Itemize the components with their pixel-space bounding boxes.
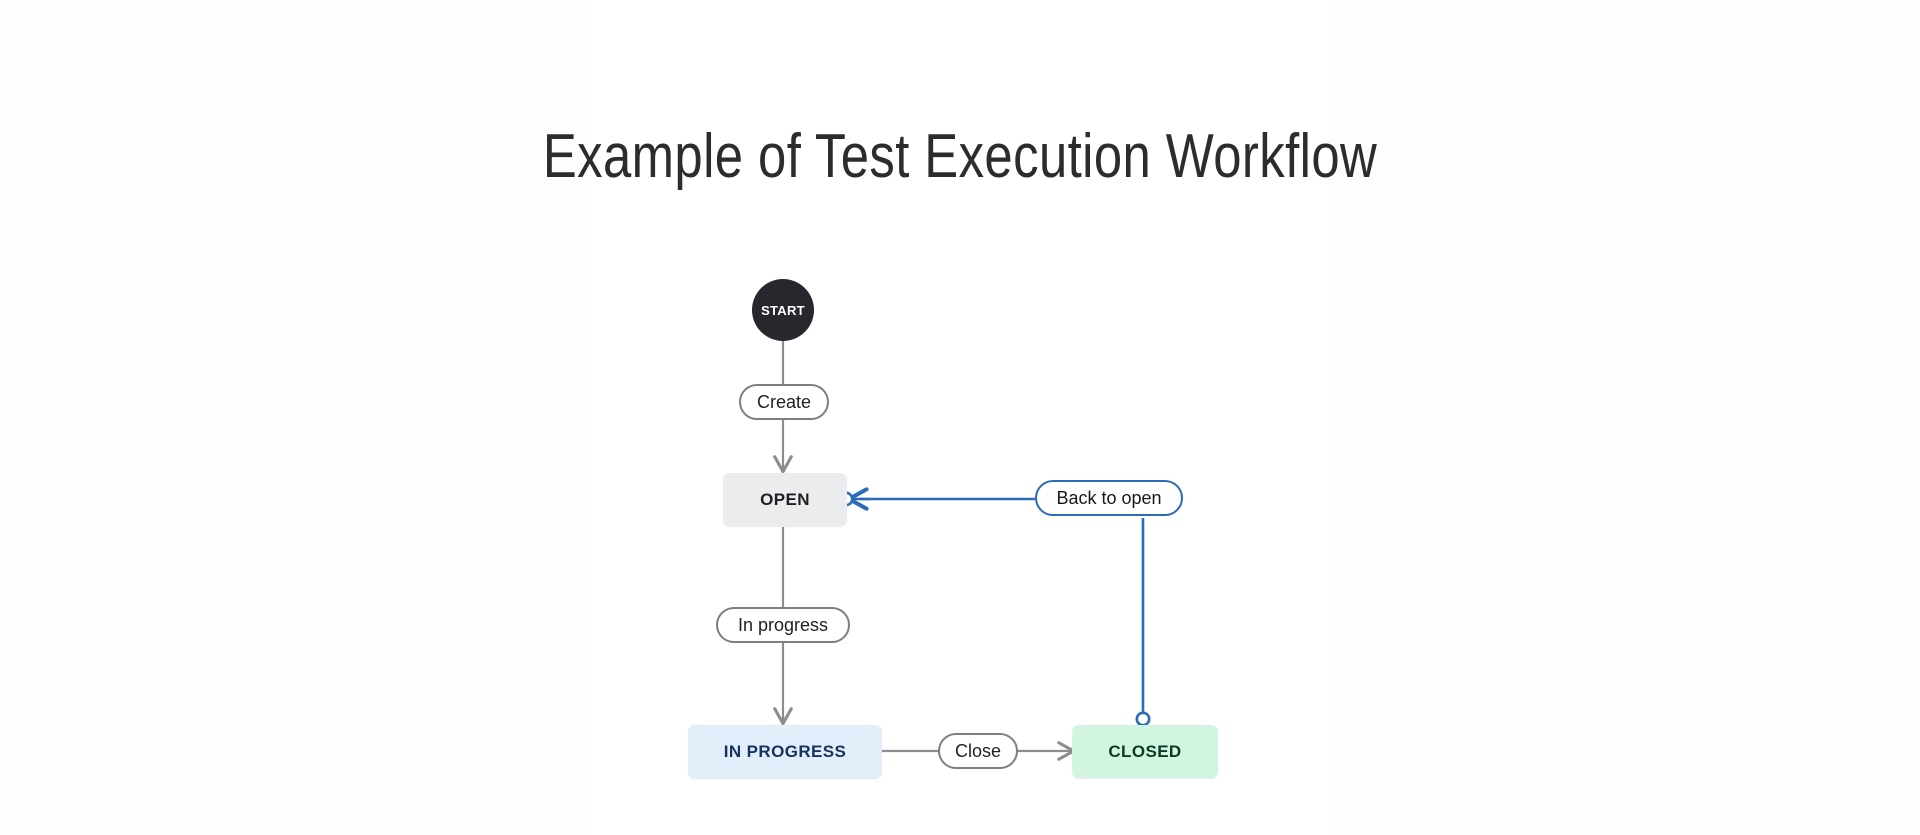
page-title: Example of Test Execution Workflow xyxy=(542,121,1378,191)
transition-close[interactable]: Close xyxy=(938,733,1018,769)
content-panel xyxy=(592,0,1328,835)
transition-in-progress[interactable]: In progress xyxy=(716,607,850,643)
transition-back-to-open[interactable]: Back to open xyxy=(1035,480,1183,516)
edge-closed-back-to-open xyxy=(838,493,1151,727)
node-start[interactable]: START xyxy=(752,279,814,341)
node-open[interactable]: OPEN xyxy=(723,473,847,526)
node-closed[interactable]: CLOSED xyxy=(1072,725,1218,778)
node-in-progress[interactable]: IN PROGRESS xyxy=(688,725,882,778)
transition-create[interactable]: Create xyxy=(739,384,829,420)
edge-source-handle-icon xyxy=(1135,711,1151,727)
